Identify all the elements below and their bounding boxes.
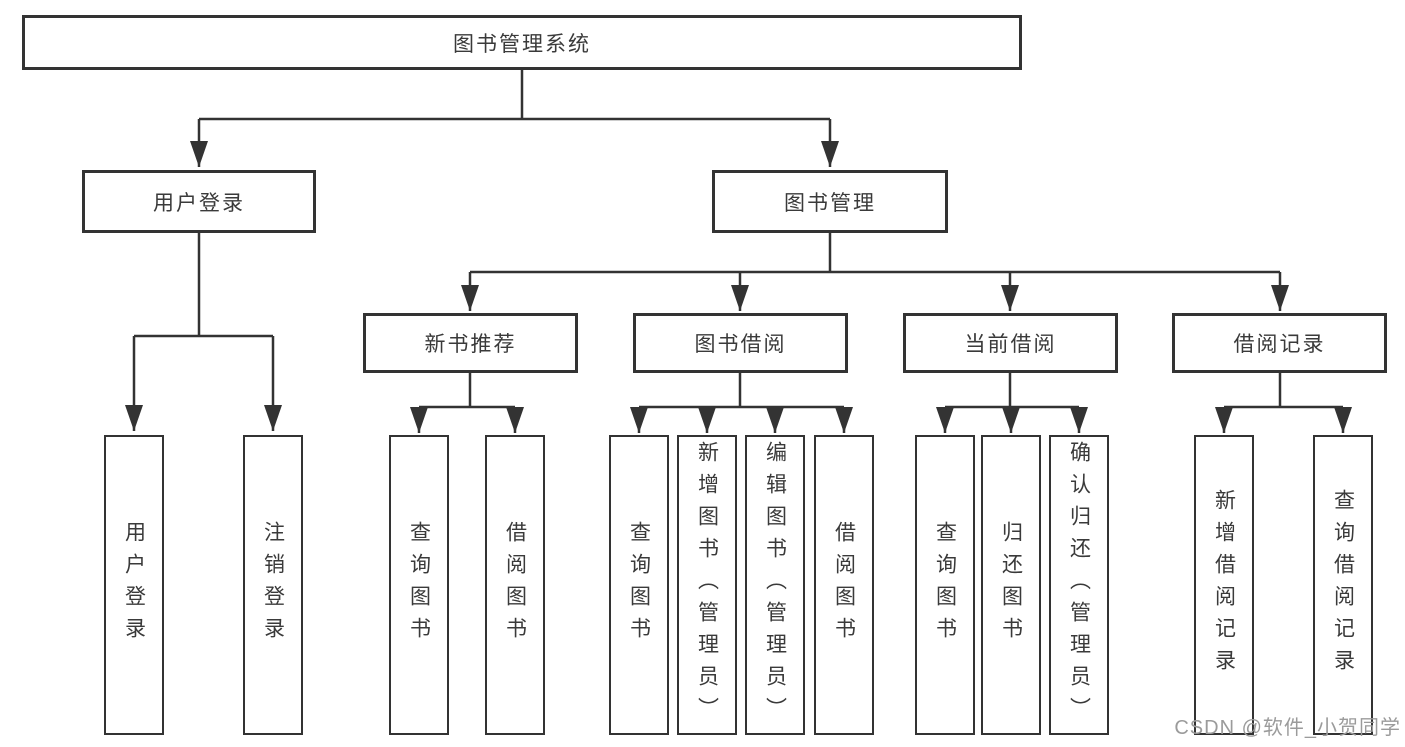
leaf-label: 查询图书 — [407, 521, 431, 649]
leaf-query-books-1: 查询图书 — [389, 435, 449, 735]
leaf-borrow-books-1: 借阅图书 — [485, 435, 545, 735]
node-label: 图书管理系统 — [453, 32, 591, 56]
node-book-borrow: 图书借阅 — [633, 313, 848, 373]
node-label: 借阅记录 — [1233, 333, 1326, 356]
leaf-edit-book-admin: 编辑图书（管理员） — [745, 435, 805, 735]
leaf-query-books-3: 查询图书 — [915, 435, 975, 735]
leaf-confirm-return-admin: 确认归还（管理员） — [1049, 435, 1109, 735]
node-new-book-recommend: 新书推荐 — [363, 313, 578, 373]
leaf-label: 借阅图书 — [503, 521, 527, 649]
leaf-label: 注销登录 — [261, 521, 285, 649]
node-label: 用户登录 — [153, 191, 245, 215]
leaf-label: 查询借阅记录 — [1331, 489, 1355, 681]
leaf-query-borrow-record: 查询借阅记录 — [1313, 435, 1373, 735]
leaf-label: 查询图书 — [627, 521, 651, 649]
watermark: CSDN @软件_小贺同学 — [1174, 717, 1401, 739]
leaf-logout: 注销登录 — [243, 435, 303, 735]
leaf-add-book-admin: 新增图书（管理员） — [677, 435, 737, 735]
leaf-query-books-2: 查询图书 — [609, 435, 669, 735]
leaf-label: 新增图书（管理员） — [695, 441, 719, 729]
leaf-label: 编辑图书（管理员） — [763, 441, 787, 729]
leaf-label: 借阅图书 — [832, 521, 856, 649]
node-borrow-records: 借阅记录 — [1172, 313, 1387, 373]
node-label: 图书借阅 — [694, 333, 787, 356]
node-root: 图书管理系统 — [22, 15, 1022, 70]
leaf-label: 用户登录 — [122, 521, 146, 649]
leaf-label: 归还图书 — [999, 521, 1023, 649]
node-book-management: 图书管理 — [712, 170, 948, 233]
node-user-login: 用户登录 — [82, 170, 316, 233]
node-current-borrow: 当前借阅 — [903, 313, 1118, 373]
leaf-label: 查询图书 — [933, 521, 957, 649]
leaf-borrow-books-2: 借阅图书 — [814, 435, 874, 735]
leaf-label: 确认归还（管理员） — [1067, 441, 1091, 729]
node-label: 当前借阅 — [964, 333, 1057, 356]
leaf-return-book: 归还图书 — [981, 435, 1041, 735]
leaf-label: 新增借阅记录 — [1212, 489, 1236, 681]
leaf-add-borrow-record: 新增借阅记录 — [1194, 435, 1254, 735]
node-label: 图书管理 — [784, 191, 876, 215]
node-label: 新书推荐 — [424, 333, 517, 356]
leaf-user-login: 用户登录 — [104, 435, 164, 735]
